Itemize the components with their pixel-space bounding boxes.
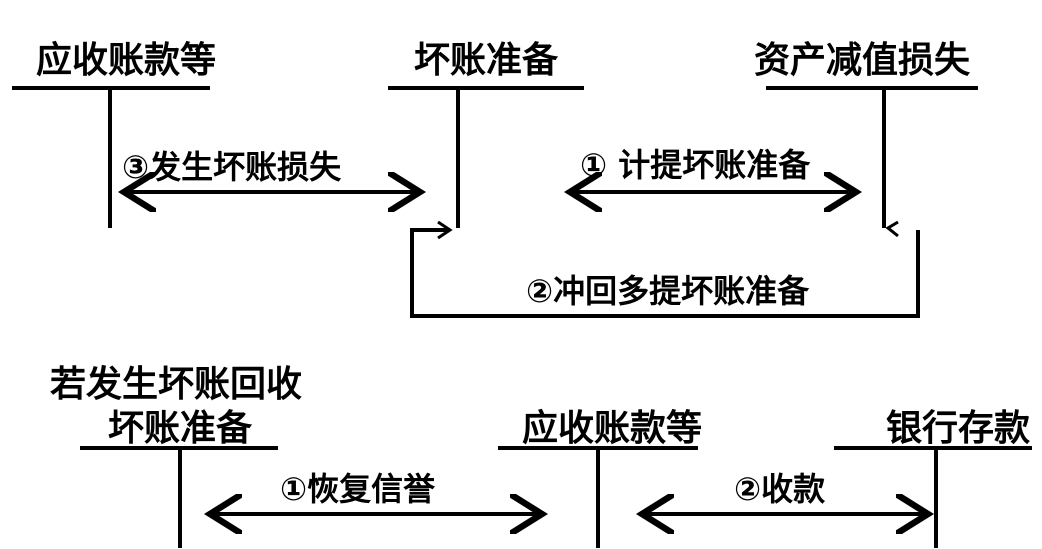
account-title-bank: 银行存款 xyxy=(886,408,1030,449)
flow-label-provision: ① 计提坏账准备 xyxy=(580,146,811,184)
section-heading-recovery: 若发生坏账回收 xyxy=(50,364,302,405)
flow-label-bad-debt-loss: ③发生坏账损失 xyxy=(122,148,342,186)
flow-label-reversal: ②冲回多提坏账准备 xyxy=(526,272,810,310)
flow-label-collection: ②收款 xyxy=(734,470,825,508)
account-title-receivables-bottom: 应收账款等 xyxy=(522,408,702,449)
flow-collection: ②收款 xyxy=(642,470,928,514)
t-account-receivables-bottom: 应收账款等 xyxy=(498,408,702,548)
account-title-receivables: 应收账款等 xyxy=(36,40,216,81)
t-account-allowance-top: 坏账准备 xyxy=(388,40,584,228)
arrowhead-left-end xyxy=(437,220,453,240)
flow-provision: ① 计提坏账准备 xyxy=(570,146,856,192)
t-account-receivables-top: 应收账款等 xyxy=(12,40,216,228)
flow-bad-debt-loss: ③发生坏账损失 xyxy=(122,148,420,192)
reversal-path xyxy=(410,228,920,318)
account-title-impairment-loss: 资产减值损失 xyxy=(754,40,971,81)
account-title-allowance: 坏账准备 xyxy=(414,40,559,81)
t-account-bank: 银行存款 xyxy=(834,408,1032,548)
t-account-allowance-bottom: 坏账准备 xyxy=(80,408,278,548)
t-account-impairment-loss: 资产减值损失 xyxy=(754,40,978,228)
account-title-allowance-bottom: 坏账准备 xyxy=(108,408,253,449)
flow-restore-credit: ①恢复信誉 xyxy=(210,470,542,514)
flow-label-restore-credit: ①恢复信誉 xyxy=(280,470,436,508)
arrowhead-right-end xyxy=(885,220,899,238)
flow-reversal: ②冲回多提坏账准备 xyxy=(410,220,920,318)
